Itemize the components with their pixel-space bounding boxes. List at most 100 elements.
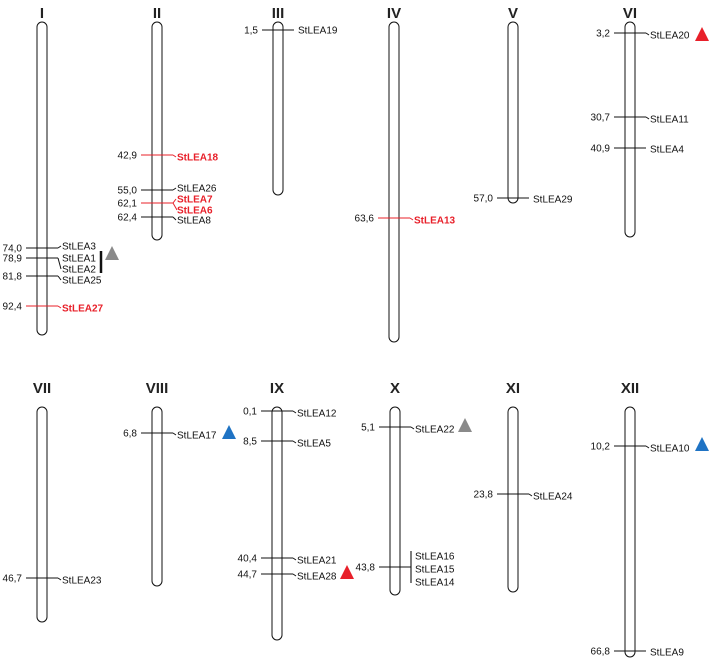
marker-connector <box>645 32 650 36</box>
marker-connector <box>292 557 297 561</box>
marker-position: 30,7 <box>591 113 611 124</box>
chromosome-label: III <box>272 5 285 22</box>
marker-connector <box>645 445 650 449</box>
gene-label: StLEA14 <box>415 578 455 589</box>
gene-label: StLEA27 <box>62 304 104 315</box>
gene-label: StLEA8 <box>177 216 211 227</box>
marker-position: 5,1 <box>361 423 375 434</box>
chromosome-label: X <box>390 380 400 397</box>
chromosome-bar <box>507 406 519 593</box>
marker-connector <box>57 245 62 249</box>
gene-label: StLEA20 <box>650 31 690 42</box>
marker-position: 0,1 <box>243 407 257 418</box>
chromosome-bar <box>151 406 163 587</box>
marker-position: 63,6 <box>355 214 375 225</box>
marker-position: 66,8 <box>591 647 611 658</box>
chromosome-label: V <box>508 5 518 22</box>
marker-position: 78,9 <box>3 254 23 265</box>
chromosome-III: III 1,5 StLEA19 <box>244 5 338 196</box>
triangle-marker-gray <box>105 246 119 260</box>
chromosome-bar <box>389 406 401 596</box>
gene-label: StLEA4 <box>650 145 684 156</box>
gene-label: StLEA12 <box>297 409 337 420</box>
gene-label: StLEA13 <box>414 216 456 227</box>
marker-position: 62,4 <box>118 213 138 224</box>
marker-position: 6,8 <box>123 429 137 440</box>
chromosome-bar <box>36 21 48 336</box>
marker-position: 42,9 <box>118 151 138 162</box>
marker-connector <box>410 426 415 430</box>
gene-label: StLEA18 <box>177 153 219 164</box>
marker-connector <box>57 257 62 270</box>
chromosome-label: VIII <box>146 380 169 397</box>
gene-label: StLEA26 <box>177 184 217 195</box>
gene-label: StLEA25 <box>62 276 102 287</box>
triangle-marker-red <box>340 565 354 579</box>
marker-connector <box>292 410 297 414</box>
chromosome-bar <box>624 21 636 238</box>
marker-connector <box>57 305 62 309</box>
marker-connector <box>57 577 62 581</box>
marker-position: 92,4 <box>3 302 23 313</box>
chromosome-label: II <box>153 5 161 22</box>
marker-position: 43,8 <box>356 563 376 574</box>
gene-label: StLEA22 <box>415 425 455 436</box>
gene-label: StLEA19 <box>298 26 338 37</box>
chromosome-VIII: VIII 6,8 StLEA17 <box>123 380 236 587</box>
chromosome-bar <box>507 21 519 204</box>
marker-connector <box>172 198 177 204</box>
marker-position: 3,2 <box>596 29 610 40</box>
gene-label: StLEA28 <box>297 572 337 583</box>
chromosome-bar <box>36 406 48 623</box>
gene-label: StLEA7 <box>177 195 213 206</box>
marker-connector <box>172 187 177 191</box>
chromosome-label: VII <box>33 380 51 397</box>
marker-connector <box>172 154 177 158</box>
chromosome-bar <box>151 21 163 241</box>
marker-position: 1,5 <box>244 26 258 37</box>
triangle-marker-blue <box>695 437 709 451</box>
marker-connector <box>292 573 297 577</box>
triangle-marker-red <box>695 27 709 41</box>
gene-label: StLEA1 <box>62 254 96 265</box>
marker-position: 81,8 <box>3 272 23 283</box>
chromosome-label: XI <box>506 380 520 397</box>
gene-label: StLEA3 <box>62 242 96 253</box>
chromosome-bar <box>271 406 283 641</box>
marker-position: 40,4 <box>238 554 258 565</box>
marker-position: 74,0 <box>3 244 23 255</box>
marker-connector <box>172 432 177 436</box>
gene-label: StLEA10 <box>650 444 690 455</box>
chromosome-label: IX <box>270 380 284 397</box>
marker-position: 10,2 <box>591 442 611 453</box>
gene-label: StLEA5 <box>297 439 331 450</box>
gene-label: StLEA6 <box>177 206 213 217</box>
marker-connector <box>172 202 178 211</box>
chromosome-label: XII <box>621 380 639 397</box>
gene-label: StLEA2 <box>62 265 96 276</box>
marker-connector <box>528 493 533 497</box>
gene-label: StLEA17 <box>177 431 217 442</box>
marker-connector <box>409 217 414 221</box>
chromosome-label: IV <box>387 5 401 22</box>
marker-connector <box>172 216 177 221</box>
gene-label: StLEA23 <box>62 576 102 587</box>
triangle-marker-gray <box>458 418 472 432</box>
marker-position: 44,7 <box>238 570 258 581</box>
chromosome-bar <box>388 21 400 343</box>
marker-position: 57,0 <box>474 194 494 205</box>
chromosome-label: VI <box>623 5 637 22</box>
marker-connector <box>645 116 650 120</box>
chromosome-bar <box>272 21 284 196</box>
marker-connector <box>57 275 62 281</box>
marker-position: 62,1 <box>118 199 138 210</box>
gene-label: StLEA21 <box>297 556 337 567</box>
